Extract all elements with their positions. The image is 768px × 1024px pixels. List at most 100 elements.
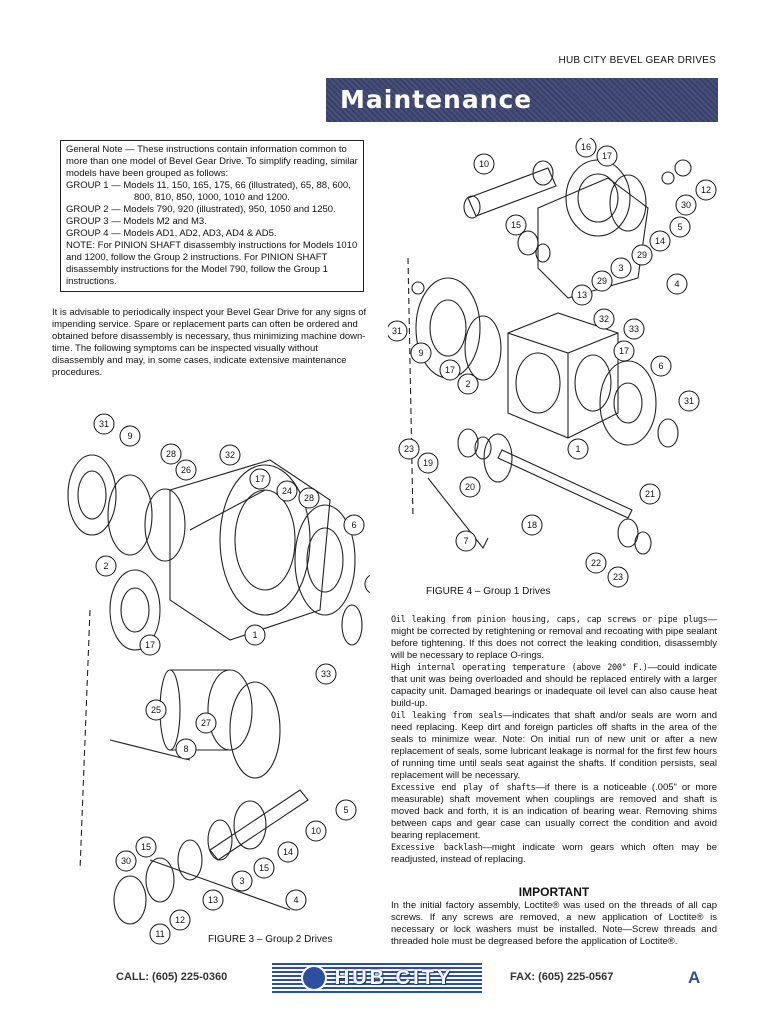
callout: 3 <box>610 257 632 279</box>
svg-text:9: 9 <box>418 348 423 358</box>
symptom-heading: Oil leaking from pinion housing, caps, c… <box>391 615 708 625</box>
general-note-label: General Note — <box>66 144 135 155</box>
group1-line2: 800, 810, 850, 1000, 1010 and 1200. <box>134 192 290 203</box>
important-text: In the initial factory assembly, Loctite… <box>391 900 717 947</box>
callout: 10 <box>305 820 327 842</box>
figure3-diagram: 31 9 28 26 32 17 24 28 6 2 31 17 1 33 25… <box>67 413 370 945</box>
symptom-item: Oil leaking from seals—indicates that sh… <box>391 710 717 782</box>
svg-text:10: 10 <box>479 159 489 169</box>
logo-emblem-icon <box>300 965 327 991</box>
svg-text:15: 15 <box>259 863 269 873</box>
symptom-item: Excessive backlash—might indicate worn g… <box>391 842 717 866</box>
callout: 28 <box>160 443 182 465</box>
svg-text:33: 33 <box>321 669 331 679</box>
callout: 5 <box>669 216 691 238</box>
symptom-text: —might be corrected by retightening or r… <box>391 614 717 661</box>
general-note-text: These instructions contain information c… <box>66 144 358 179</box>
svg-text:6: 6 <box>351 520 356 530</box>
callout: 7 <box>455 530 477 552</box>
svg-text:23: 23 <box>404 444 414 454</box>
callout: 15 <box>505 214 527 236</box>
symptom-text: —indicates that shaft and/or seals are w… <box>391 710 718 781</box>
callout: 15 <box>135 836 157 858</box>
callout: 15 <box>253 857 275 879</box>
brand-header: HUB CITY BEVEL GEAR DRIVES <box>558 55 716 66</box>
callout: 8 <box>175 738 197 760</box>
intro-paragraph: It is advisable to periodically inspect … <box>52 307 367 378</box>
footer-phone: CALL: (605) 225-0360 <box>116 971 228 983</box>
callout: 14 <box>277 841 299 863</box>
callout: 31 <box>364 574 370 594</box>
group1-line1: GROUP 1 — Models 11, 150, 165, 175, 66 (… <box>66 180 351 191</box>
symptom-text: —if there is a noticeable (.005" or more… <box>391 782 718 841</box>
figure4-caption: FIGURE 4 – Group 1 Drives <box>426 586 551 597</box>
callout: 11 <box>149 923 171 945</box>
figure4-diagram: 10 16 17 12 30 5 15 14 29 3 29 13 4 31 9… <box>388 138 717 588</box>
logo-wordmark: HUB CITY <box>334 966 454 989</box>
callout: 29 <box>591 270 613 292</box>
symptom-text: —could indicate that unit was being over… <box>391 662 717 709</box>
hub-city-logo: HUB CITY <box>272 963 482 993</box>
svg-text:1: 1 <box>252 630 257 640</box>
group2-line: GROUP 2 — Models 790, 920 (illustrated),… <box>66 204 336 215</box>
symptom-item: Oil leaking from pinion housing, caps, c… <box>391 614 717 662</box>
symptom-item: Excessive end play of shafts—if there is… <box>391 782 717 842</box>
symptom-item: High internal operating temperature (abo… <box>391 662 717 710</box>
svg-text:31: 31 <box>684 396 694 406</box>
svg-text:7: 7 <box>463 536 468 546</box>
svg-text:17: 17 <box>602 151 612 161</box>
svg-text:5: 5 <box>677 222 682 232</box>
important-heading: IMPORTANT <box>518 885 590 899</box>
svg-text:4: 4 <box>293 895 298 905</box>
svg-text:27: 27 <box>201 718 211 728</box>
svg-text:12: 12 <box>175 915 185 925</box>
callout: 9 <box>119 425 141 447</box>
svg-text:10: 10 <box>311 826 321 836</box>
symptom-heading: Excessive end play of shafts <box>391 783 536 793</box>
svg-text:14: 14 <box>283 847 293 857</box>
svg-text:3: 3 <box>618 263 623 273</box>
svg-text:2: 2 <box>103 561 108 571</box>
callout: 33 <box>623 318 645 340</box>
svg-text:6: 6 <box>658 361 663 371</box>
figure3-caption: FIGURE 3 – Group 2 Drives <box>208 934 333 945</box>
svg-text:29: 29 <box>597 276 607 286</box>
callout: 6 <box>650 355 672 377</box>
svg-text:2: 2 <box>465 379 470 389</box>
svg-text:33: 33 <box>629 324 639 334</box>
callout: 32 <box>219 444 241 466</box>
svg-text:28: 28 <box>166 449 176 459</box>
svg-text:22: 22 <box>591 558 601 568</box>
callout: 30 <box>675 194 697 216</box>
callout: 18 <box>521 514 543 536</box>
svg-text:15: 15 <box>141 842 151 852</box>
general-note-intro: General Note — These instructions contai… <box>66 144 358 180</box>
callout: 31 <box>93 413 115 435</box>
callout: 31 <box>678 390 700 412</box>
callout: 17 <box>249 468 271 490</box>
callout: 17 <box>596 145 618 167</box>
svg-text:5: 5 <box>343 805 348 815</box>
callout: 19 <box>417 452 439 474</box>
svg-text:19: 19 <box>423 458 433 468</box>
callout: 12 <box>695 179 717 201</box>
callout: 14 <box>649 230 671 252</box>
svg-text:32: 32 <box>225 450 235 460</box>
svg-text:18: 18 <box>527 520 537 530</box>
pinion-shaft-note: NOTE: For PINION SHAFT disassembly instr… <box>66 240 358 287</box>
callout: 21 <box>639 483 661 505</box>
svg-text:11: 11 <box>155 929 164 939</box>
callout: 6 <box>343 514 365 536</box>
symptom-heading: Oil leaking from seals <box>391 711 503 721</box>
symptom-heading: Excessive backlash <box>391 843 483 853</box>
svg-text:13: 13 <box>577 290 587 300</box>
callout: 28 <box>298 487 320 509</box>
svg-text:16: 16 <box>581 142 591 152</box>
svg-text:25: 25 <box>151 705 161 715</box>
callout: 10 <box>473 153 495 175</box>
callout: 2 <box>457 373 479 395</box>
symptom-text: —might indicate worn gears which often m… <box>391 842 717 865</box>
page-letter: A <box>688 968 701 987</box>
svg-text:9: 9 <box>127 431 132 441</box>
svg-text:31: 31 <box>99 419 109 429</box>
